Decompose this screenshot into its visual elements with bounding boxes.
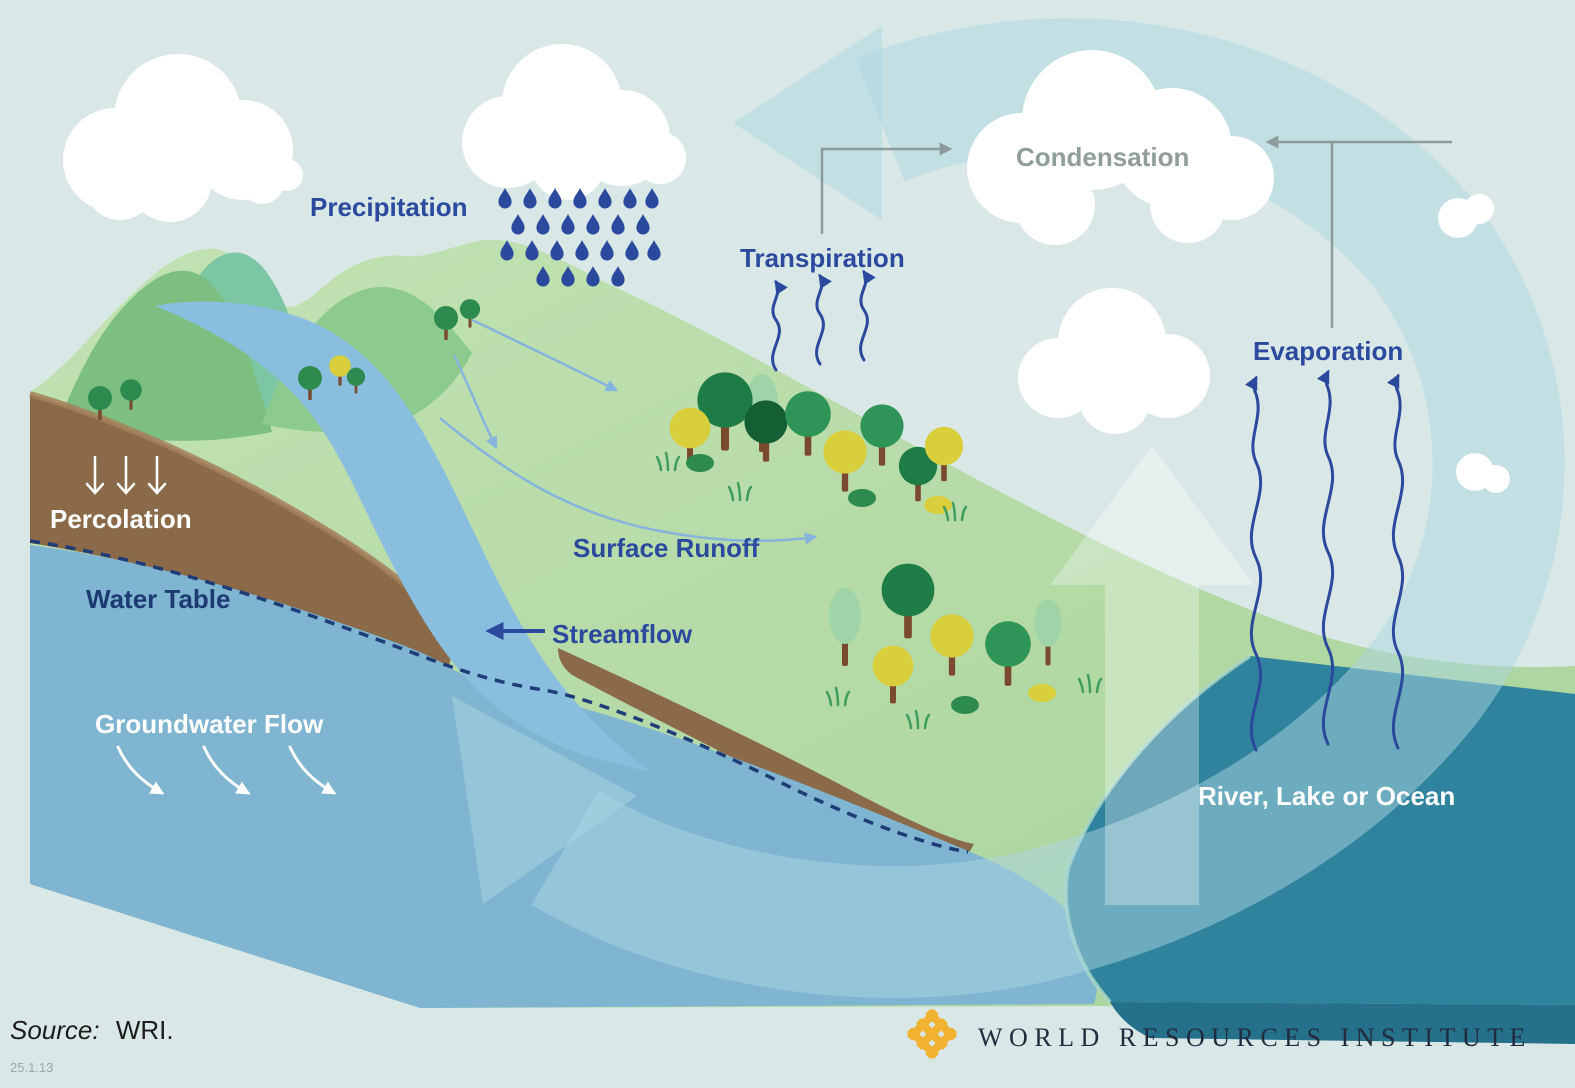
cloud-icon (1438, 194, 1494, 238)
transpiration-arrow-icon (815, 273, 832, 366)
water-table-line (29, 539, 969, 854)
surface-runoff-arrows (439, 318, 818, 545)
groundwater-arrow-icon (288, 745, 337, 795)
label-streamflow: Streamflow (552, 619, 693, 649)
groundwater-flow-arrows (116, 745, 337, 795)
transpiration-arrow-icon (859, 269, 876, 362)
evaporation-arrow-icon (1316, 369, 1335, 746)
ocean-front-face (1110, 1002, 1575, 1044)
transpiration-arrows (771, 269, 876, 372)
org-wordmark: WORLD RESOURCES INSTITUTE (978, 1023, 1532, 1052)
bush-icon (848, 489, 876, 507)
label-condensation: Condensation (1016, 142, 1189, 172)
cloud-icon (1018, 288, 1210, 434)
bush-icon (951, 696, 979, 714)
wri-logo-icon (907, 1009, 957, 1059)
groundwater-arrow-icon (116, 745, 165, 795)
percolation-arrow-icon (85, 455, 105, 495)
condensation-arrow-icon (820, 142, 953, 234)
bush-icon (924, 496, 952, 514)
wri-logo-weave (907, 1009, 957, 1059)
condensation-arrows (820, 135, 1452, 328)
label-percolation: Percolation (50, 504, 192, 534)
cloud-icon (1456, 453, 1510, 493)
river (155, 301, 650, 772)
cloud-icon (967, 50, 1274, 245)
runoff-arrow-icon (452, 354, 498, 450)
percolation-arrows (85, 455, 167, 495)
label-evaporation: Evaporation (1253, 336, 1403, 366)
evaporation-arrow-icon (1386, 373, 1405, 750)
cycle-band (531, 18, 1565, 998)
label-surface-runoff: Surface Runoff (573, 533, 760, 563)
groundwater-arrow-icon (202, 745, 251, 795)
evaporation-arrows (1244, 369, 1405, 752)
bush-icon (1028, 684, 1056, 702)
cloud-icon (462, 44, 686, 200)
evaporation-big-arrow-icon (1050, 446, 1254, 905)
cycle-arrowhead-top-icon (733, 26, 882, 220)
source-value: WRI. (116, 1015, 174, 1045)
label-precipitation: Precipitation (310, 192, 467, 222)
source-credit: Source: WRI. (10, 1015, 174, 1045)
runoff-arrow-icon (471, 318, 619, 392)
label-transpiration: Transpiration (740, 243, 905, 273)
bush-icon (686, 454, 714, 472)
cycle-arrowhead-bottom-icon (452, 696, 637, 904)
evaporation-arrow-icon (1244, 375, 1263, 752)
soil-slope (558, 648, 974, 858)
transpiration-arrow-icon (771, 279, 788, 372)
percolation-arrow-icon (116, 455, 136, 495)
label-river-lake-ocean: River, Lake or Ocean (1198, 781, 1455, 811)
cycle-arrows (452, 18, 1565, 998)
soil-cross-section (30, 394, 456, 670)
source-prefix: Source: (10, 1015, 100, 1045)
figure-number: 25.1.13 (10, 1060, 53, 1075)
clouds (63, 44, 1510, 493)
diagram-labels: Precipitation Condensation Transpiration… (50, 142, 1455, 811)
label-groundwater-flow: Groundwater Flow (95, 709, 324, 739)
label-water-table: Water Table (86, 584, 230, 614)
percolation-arrow-icon (147, 455, 167, 495)
cloud-icon (240, 159, 303, 204)
footer: Source: WRI. 25.1.13 WORLD RESOURCES INS… (10, 1009, 1532, 1075)
runoff-arrow-icon (439, 417, 818, 545)
